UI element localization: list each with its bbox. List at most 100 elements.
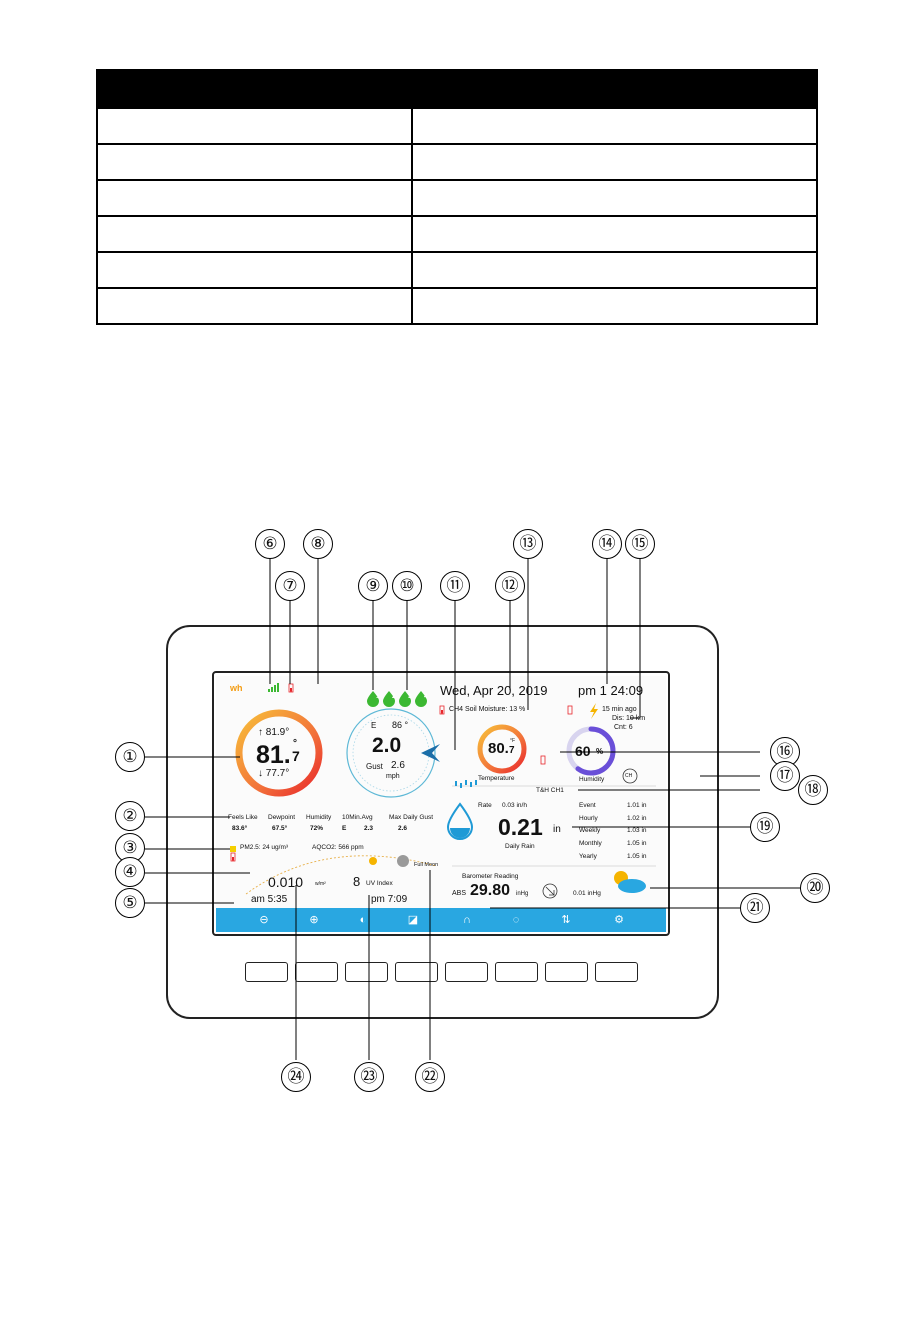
- brand-logo: wh: [230, 683, 243, 693]
- rain-period-label: Event: [579, 802, 596, 809]
- sort-icon[interactable]: ⇅: [561, 914, 571, 926]
- hardware-button[interactable]: [595, 962, 638, 982]
- humidity-label: Humidity: [579, 776, 605, 783]
- daily-rain-value: 0.21: [498, 814, 543, 840]
- callout-13: ⑬: [513, 529, 543, 559]
- barometer-unit: inHg: [516, 891, 529, 897]
- signal-strength-icon: [268, 683, 279, 692]
- callout-7: ⑦: [275, 571, 305, 601]
- battery-icon: [439, 705, 445, 715]
- screen-graphics: [230, 683, 656, 899]
- channel-cycle-icon: [622, 768, 638, 784]
- indoor-temp-decimal: 7: [292, 748, 300, 764]
- callout-14: ⑭: [592, 529, 622, 559]
- stat-header-humidity: Humidity: [306, 814, 332, 821]
- zoom-out-icon[interactable]: ⊖: [259, 914, 269, 926]
- outdoor-temp-decimal: 7: [509, 745, 515, 756]
- graph-icon[interactable]: ◪: [407, 914, 419, 926]
- zoom-in-icon[interactable]: ⊕: [309, 914, 319, 926]
- solar-unit: w/m²: [315, 881, 326, 887]
- sunrise-time: am 5:35: [251, 894, 288, 905]
- rain-period-label: Monthly: [579, 840, 602, 847]
- outdoor-temp-value: 80.: [488, 740, 509, 757]
- indoor-temp-value: 81.: [256, 741, 291, 769]
- solar-radiation: 0.010: [268, 874, 304, 890]
- stat-10min-avg: 2.3: [364, 825, 374, 832]
- time-display: pm 1 24:09: [578, 683, 644, 698]
- stat-header-10min-avg: 10Min.Avg: [342, 814, 373, 821]
- headphone-icon[interactable]: ∩: [463, 914, 471, 926]
- callout-23: ㉓: [354, 1062, 384, 1092]
- wind-degrees: 86 °: [392, 720, 409, 730]
- hardware-button[interactable]: [445, 962, 488, 982]
- indoor-temp-ring: [235, 709, 323, 797]
- sensor-channel-icons: [367, 691, 427, 707]
- table-row: [98, 215, 816, 251]
- channel-2: 2: [392, 693, 396, 700]
- hardware-button[interactable]: [245, 962, 288, 982]
- rain-rate-icon: [455, 780, 477, 788]
- battery-icon: [567, 705, 573, 715]
- callout-20: ⑳: [800, 873, 830, 903]
- table-row: [98, 287, 816, 323]
- daily-rain-label: Daily Rain: [505, 843, 535, 850]
- rain-period-value: 1.05 in: [627, 840, 647, 847]
- gust-label: Gust: [366, 762, 383, 771]
- rain-period-value: 1.05 in: [627, 853, 647, 860]
- hardware-button[interactable]: [345, 962, 388, 982]
- hardware-button[interactable]: [495, 962, 538, 982]
- console-screen: wh 1 2 3 4 Wed, Apr 20, 2019 pm 1 24:09 …: [216, 676, 666, 932]
- callout-24: ㉔: [281, 1062, 311, 1092]
- barometer-value: 29.80: [470, 882, 511, 899]
- daily-rain-unit: in: [553, 824, 561, 835]
- callout-6: ⑥: [255, 529, 285, 559]
- callout-2: ②: [115, 801, 145, 831]
- indoor-temp-high: ↑ 81.9°: [258, 727, 290, 738]
- table-column-divider: [411, 107, 413, 323]
- moon-phase: Full Moon: [414, 862, 439, 868]
- callout-9: ⑨: [358, 571, 388, 601]
- rain-drop-icon: [446, 802, 474, 840]
- rain-rate: 0.03 in/h: [502, 802, 527, 809]
- spec-table: [96, 69, 818, 325]
- barometer-trend: 0.01 inHg: [573, 890, 601, 897]
- rain-rate-label: Rate: [478, 802, 492, 809]
- stat-feels-like: 83.6°: [232, 825, 248, 832]
- pm25-reading: PM2.5: 24 ug/m³: [240, 844, 289, 851]
- table-row: [98, 107, 816, 143]
- rain-period-label: Hourly: [579, 815, 598, 822]
- uv-value: 8: [353, 874, 361, 889]
- wind-arrow-icon: [421, 744, 440, 762]
- stat-max-gust: 2.6: [398, 825, 408, 832]
- co2-reading: AQCO2: 566 ppm: [312, 844, 364, 851]
- channel-icon[interactable]: ◌: [512, 914, 520, 926]
- callout-22: ㉒: [415, 1062, 445, 1092]
- gust-value: 2.6: [391, 760, 405, 771]
- outdoor-temp-ring: [477, 724, 527, 774]
- callout-8: ⑧: [303, 529, 333, 559]
- stat-humidity: 72%: [310, 825, 324, 832]
- outdoor-temp-label: Temperature: [478, 775, 515, 782]
- lightning-icon: [590, 703, 598, 719]
- contrast-icon[interactable]: ◐: [359, 914, 367, 926]
- rain-period-value: 1.02 in: [627, 815, 647, 822]
- callout-4: ④: [115, 857, 145, 887]
- outdoor-temp-unit: °F: [510, 738, 516, 744]
- stat-wind-dir: E: [342, 825, 347, 832]
- battery-icon: [288, 683, 294, 693]
- rain-period-label: Weekly: [579, 827, 601, 834]
- callout-12: ⑫: [495, 571, 525, 601]
- hardware-button[interactable]: [545, 962, 588, 982]
- wind-unit: mph: [386, 773, 400, 780]
- callout-5: ⑤: [115, 888, 145, 918]
- settings-gear-icon[interactable]: ⚙: [614, 914, 624, 926]
- wind-speed: 2.0: [372, 734, 402, 757]
- callout-15: ⑮: [625, 529, 655, 559]
- rain-period-label: Yearly: [579, 853, 597, 860]
- channel-1: 1: [376, 693, 380, 700]
- hardware-button[interactable]: [395, 962, 438, 982]
- callout-17: ⑰: [770, 761, 800, 791]
- lightning-count: Cnt: 6: [614, 724, 633, 731]
- screen-toolbar: ⊖ ⊕ ◐ ◪ ∩ ◌ ⇅ ⚙: [216, 908, 666, 932]
